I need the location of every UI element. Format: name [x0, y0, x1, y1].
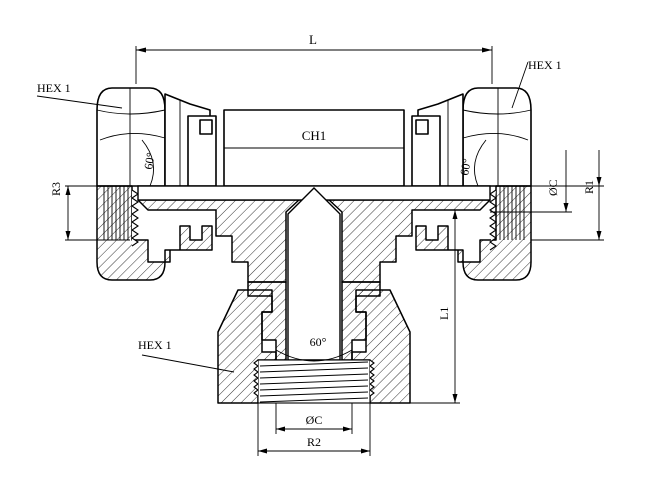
dimension-l1: L1 [410, 209, 460, 404]
angle-bottom-arc [275, 349, 353, 362]
label-r2: R2 [307, 435, 321, 449]
angle-left-label: 60° [141, 151, 158, 170]
label-hex-bottom: HEX 1 [138, 338, 172, 352]
left-swivel-nut: 60° [96, 87, 217, 240]
right-swivel-nut: 60° [411, 87, 532, 240]
vertical-bore [287, 187, 341, 361]
dimension-r2: R2 [257, 403, 371, 456]
bottom-stem-left [247, 281, 287, 361]
label-ch1: CH1 [302, 128, 327, 143]
right-section-thread [489, 189, 497, 251]
dimension-r1: R1 [531, 150, 604, 241]
dimension-r3: R3 [49, 182, 130, 241]
label-hex-left: HEX 1 [37, 81, 71, 95]
label-r1: R1 [582, 180, 596, 194]
label-r3: R3 [49, 182, 63, 196]
left-section-thread [131, 189, 139, 247]
bottom-thread [253, 359, 375, 404]
hex-right-callout: HEX 1 [511, 58, 562, 109]
label-hex-right: HEX 1 [528, 58, 562, 72]
label-dia-c-right: ØC [546, 179, 560, 196]
angle-right-label: 60° [457, 157, 474, 176]
dimension-dia-c-bottom: ØC [275, 403, 353, 434]
label-l: L [309, 32, 317, 47]
dimension-dia-c-right: ØC [490, 150, 572, 213]
right-nut-section [415, 185, 532, 281]
left-nut-section [96, 185, 213, 281]
angle-bottom-label: 60° [310, 335, 327, 349]
label-dia-c-bottom: ØC [306, 413, 323, 427]
body-hex-ch1: CH1 [223, 109, 405, 187]
label-l1: L1 [437, 307, 451, 320]
hex-left-callout: HEX 1 [36, 81, 123, 109]
hex-bottom-callout: HEX 1 [138, 338, 235, 373]
bottom-stem-right [341, 281, 381, 361]
dimension-l: L [135, 32, 493, 84]
